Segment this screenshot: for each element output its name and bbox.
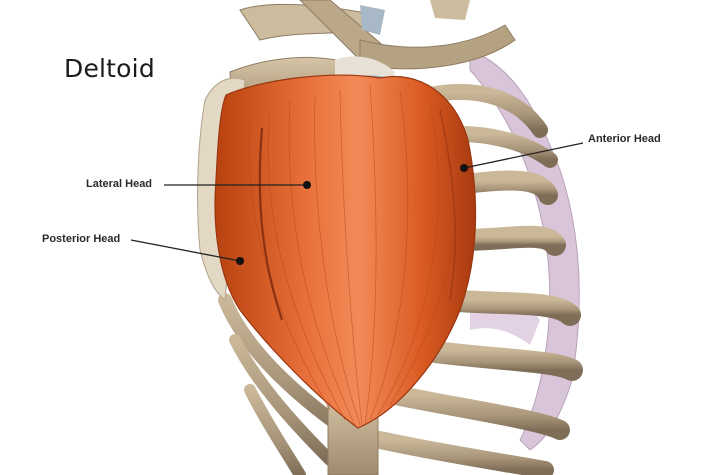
anterior-dot-marker xyxy=(460,164,468,172)
anterior-head-label: Anterior Head xyxy=(588,133,661,145)
posterior-leader-line xyxy=(130,239,241,262)
posterior-dot-marker xyxy=(236,257,244,265)
deltoid-muscle xyxy=(214,74,477,429)
lateral-dot-marker xyxy=(303,181,311,189)
leader-lines xyxy=(130,142,584,262)
label-dots xyxy=(236,164,468,265)
anterior-leader-line xyxy=(463,142,584,169)
diagram-title: Deltoid xyxy=(64,54,155,83)
lateral-head-label: Lateral Head xyxy=(86,178,153,190)
posterior-head-label: Posterior Head xyxy=(42,233,121,245)
